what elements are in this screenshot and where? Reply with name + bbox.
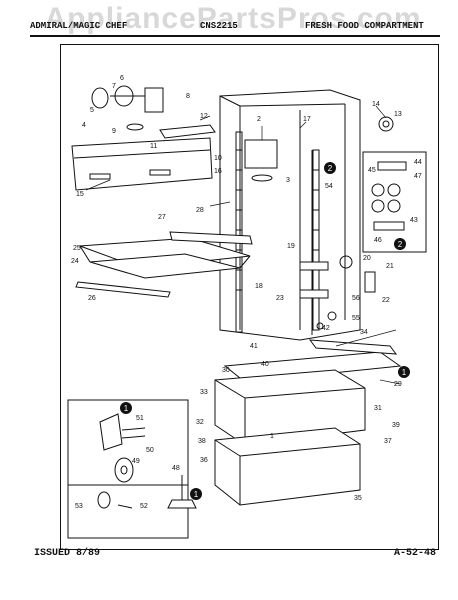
callout-21: 21 [386,263,394,270]
inset-marker-2b: 2 [328,164,333,173]
callout-1: 1 [270,433,274,440]
diagram-frame [60,44,439,550]
callout-53: 53 [75,503,83,510]
control-housing [71,137,213,191]
leveling-leg [167,475,197,509]
page-header: ADMIRAL/MAGIC CHEF CNS2215 FRESH FOOD CO… [30,21,440,35]
model-label: CNS2215 [200,21,238,31]
callout-30: 30 [222,367,230,374]
section-label: FRESH FOOD COMPARTMENT [305,21,424,31]
brand-label: ADMIRAL/MAGIC CHEF [30,21,128,31]
callout-12: 12 [200,113,208,120]
callout-19: 19 [287,243,295,250]
callout-52: 52 [140,503,148,510]
inset-marker-2: 2 [398,240,403,249]
callout-49: 49 [132,458,140,465]
callout-47: 47 [414,173,422,180]
callout-6: 6 [120,75,124,82]
leader-lines [85,105,401,385]
inset-markers: 2 1 1 1 2 [120,162,410,500]
callout-5: 5 [90,107,94,114]
callout-17: 17 [303,116,311,123]
callout-13: 13 [394,111,402,118]
callout-11: 11 [150,143,157,150]
callout-43: 43 [410,217,418,224]
callout-39: 39 [392,422,400,429]
inset-marker-1b: 1 [194,490,199,499]
callout-41: 41 [250,343,258,350]
callout-7: 7 [112,83,116,90]
callout-48: 48 [172,465,180,472]
callout-23: 23 [276,295,284,302]
callout-14: 14 [372,101,380,108]
callout-40: 40 [261,361,269,368]
shelf-assembly [79,237,251,279]
callout-56: 56 [352,295,360,302]
callout-34: 34 [360,329,368,336]
callout-8: 8 [186,93,190,100]
inset-marker-1c: 1 [124,404,129,413]
issued-date: ISSUED 8/89 [34,548,101,559]
callout-38: 38 [198,438,206,445]
callout-45: 45 [368,167,376,174]
callout-16: 16 [214,168,222,175]
rail-brackets [299,255,376,330]
callout-46: 46 [374,237,382,244]
shelf-front [169,231,253,245]
callout-numbers: 1 2 3 4 5 6 7 8 9 10 11 12 13 14 15 16 1… [71,75,422,510]
shelf-trim [75,281,171,298]
roller-hinge [378,116,394,132]
callout-18: 18 [255,283,263,290]
callout-26: 26 [88,295,96,302]
callout-28: 28 [196,207,204,214]
callout-3: 3 [286,177,290,184]
callout-35: 35 [354,495,362,502]
crisper-drawer-upper [214,369,366,446]
callout-50: 50 [146,447,154,454]
meat-keeper-drawer [214,427,361,506]
callout-24: 24 [71,258,79,265]
crisper-cover [223,351,402,383]
watermark: AppliancePartsPros.com [44,2,422,35]
page-code: A-52-48 [394,548,437,559]
fan-box [244,139,278,182]
callout-36: 36 [200,457,208,464]
callout-31: 31 [374,405,382,412]
callout-9: 9 [112,128,116,135]
callout-15: 15 [76,191,84,198]
inset-marker-1: 1 [402,368,407,377]
callout-4: 4 [82,122,86,129]
callout-29: 29 [394,381,402,388]
callout-32: 32 [196,419,204,426]
callout-51: 51 [136,415,144,422]
callout-2: 2 [257,116,261,123]
callout-33: 33 [200,389,208,396]
callout-54: 54 [325,183,333,190]
callout-42: 42 [322,325,330,332]
shelf-ladder-left [235,131,243,333]
callout-44: 44 [414,159,422,166]
inset-parts-lower-left [68,413,188,509]
callout-10: 10 [214,155,222,162]
callout-20: 20 [363,255,371,262]
crisper-cover-frame [308,339,398,355]
callout-37: 37 [384,438,392,445]
thermostat-assembly [91,85,164,131]
housing-cover [159,124,216,139]
cabinet-outline [219,89,361,341]
callout-27: 27 [158,214,166,221]
header-rule [30,35,440,37]
callout-22: 22 [382,297,390,304]
inset-parts-right [371,161,407,231]
callout-25: 25 [73,245,81,252]
callout-55: 55 [352,315,360,322]
